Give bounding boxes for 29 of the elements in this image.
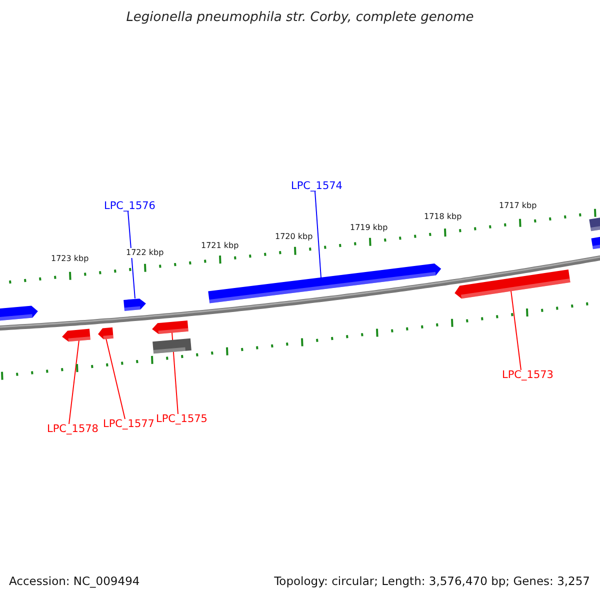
leader-line bbox=[106, 338, 126, 420]
scale-label: 1719 kbp bbox=[349, 223, 389, 233]
footer-text: Topology: circular; Length: 3,576,470 bp; Genes: 3,257 bbox=[273, 576, 590, 588]
gene-label: LPC_1577 bbox=[103, 419, 154, 430]
leader-line bbox=[314, 191, 322, 278]
leader-line bbox=[128, 211, 136, 299]
leader-line bbox=[68, 340, 80, 424]
gene-feature bbox=[124, 298, 146, 310]
gene-label: LPC_1573 bbox=[502, 370, 554, 380]
gene-label: LPC_1574 bbox=[291, 181, 342, 192]
gene-feature bbox=[454, 269, 570, 299]
gene-feature bbox=[97, 326, 113, 340]
gene-label: LPC_1578 bbox=[47, 424, 98, 434]
gene-label: LPC_1575 bbox=[156, 414, 208, 424]
scale-label: 1718 kbp bbox=[423, 212, 463, 222]
gene-feature bbox=[152, 320, 188, 334]
gene-feature bbox=[208, 262, 442, 304]
gene-block bbox=[152, 338, 192, 354]
scale-label: 1723 kbp bbox=[50, 254, 90, 264]
scale-label: 1721 kbp bbox=[200, 241, 240, 251]
gene-feature bbox=[62, 328, 90, 342]
scale-label: 1717 kbp bbox=[498, 201, 538, 211]
gene-feature bbox=[0, 305, 38, 321]
footer-text: Accession: NC_009494 bbox=[9, 576, 140, 588]
diagram-title: Legionella pneumophila str. Corby, complete genome bbox=[125, 11, 475, 24]
leader-line bbox=[510, 290, 522, 370]
gene-label: LPC_1576 bbox=[104, 201, 156, 212]
scale-label: 1720 kbp bbox=[274, 232, 314, 242]
scale-label: 1722 kbp bbox=[125, 248, 165, 258]
